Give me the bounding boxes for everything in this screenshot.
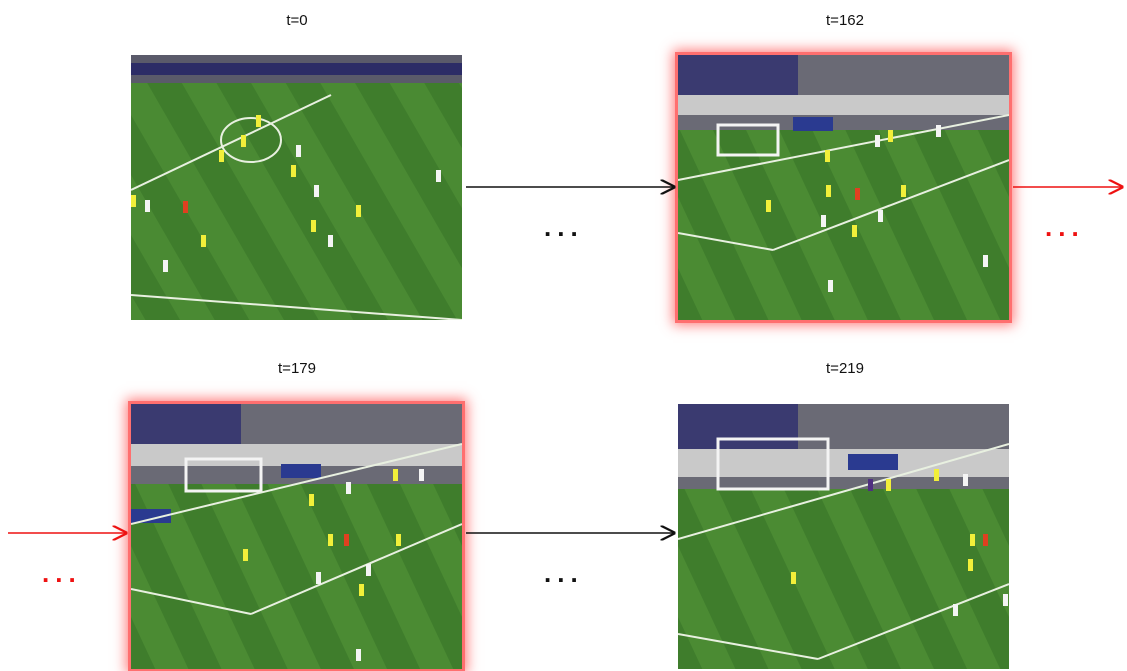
frame-1-time-label: t=0 bbox=[286, 12, 308, 29]
ellipsis-bottom-middle: ... bbox=[544, 558, 584, 588]
frame-3-soccer-image bbox=[128, 401, 465, 671]
frame-3-time-label: t=179 bbox=[278, 360, 316, 377]
frame-1-soccer-image bbox=[131, 55, 462, 320]
frame-4-soccer-image bbox=[678, 404, 1009, 669]
ellipsis-top-right: ... bbox=[1045, 212, 1085, 242]
ellipsis-top-middle: ... bbox=[544, 212, 584, 242]
frame-2-time-label: t=162 bbox=[826, 12, 864, 29]
ellipsis-bottom-left: ... bbox=[42, 558, 82, 588]
frame-4-time-label: t=219 bbox=[826, 360, 864, 377]
frame-2-soccer-image bbox=[675, 52, 1012, 323]
